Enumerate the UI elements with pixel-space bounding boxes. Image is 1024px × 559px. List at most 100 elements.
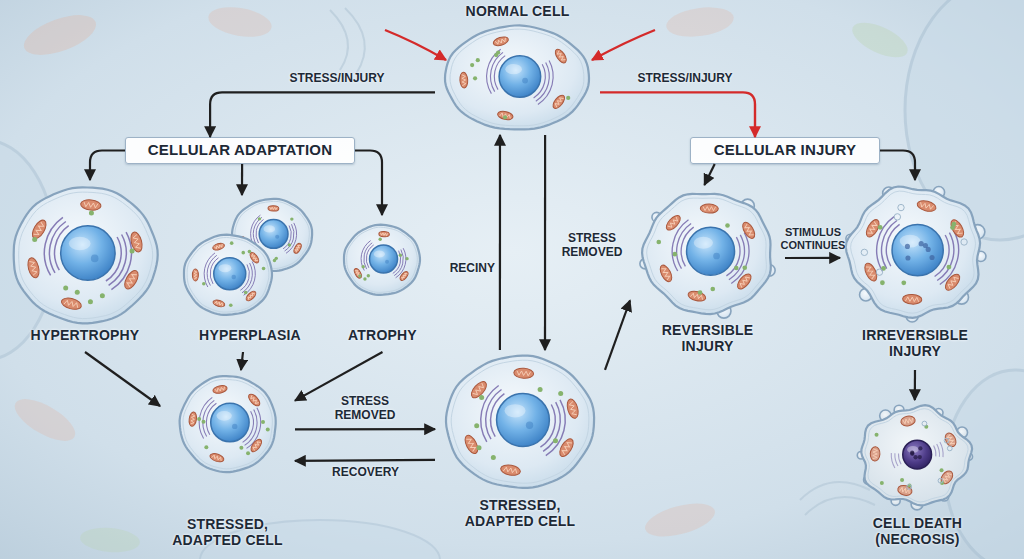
cell-node: REVERSIBLE INJURY	[630, 185, 785, 360]
connector-arrow	[544, 135, 546, 350]
inner-membrane	[851, 191, 976, 313]
endoplasmic-reticulum	[934, 446, 936, 457]
nucleus-highlight	[900, 235, 920, 248]
mitochondrion	[188, 412, 197, 427]
mitochondrion-cristae	[905, 297, 919, 302]
cell-illustration	[180, 376, 276, 472]
ribosome-dot	[538, 387, 543, 392]
endoplasmic-reticulum	[937, 444, 940, 457]
mitochondrion-body	[565, 398, 580, 420]
mitochondrion	[353, 267, 363, 279]
mitochondrion	[293, 242, 303, 254]
ribosome-dot	[742, 265, 747, 270]
cell-membrane	[184, 235, 272, 315]
nucleus	[892, 224, 943, 275]
node-label: CELLULAR INJURY	[714, 142, 856, 159]
connector-arrow	[295, 428, 435, 430]
ribosome-dot	[202, 420, 206, 424]
ribosome-dot	[261, 420, 265, 424]
mitochondrion-body	[353, 267, 363, 279]
mitochondrion-cristae	[29, 260, 37, 275]
cell-art	[435, 350, 605, 496]
mitochondrion	[513, 368, 533, 379]
mitochondrion-body	[249, 438, 263, 454]
nucleolus	[522, 77, 528, 83]
mitochondrion-body	[551, 93, 567, 110]
mitochondrion	[864, 218, 882, 239]
mitochondrion-body	[664, 213, 683, 232]
mitochondrion-body	[188, 412, 197, 427]
mitochondrion	[459, 72, 468, 88]
connector-arrow	[241, 164, 243, 195]
mitochondrion	[553, 47, 568, 64]
nucleolus	[526, 422, 533, 429]
ribosome-dot	[244, 291, 248, 295]
mitochondrion	[212, 242, 225, 251]
ribosome-dot	[204, 445, 208, 449]
nucleolus	[713, 253, 720, 260]
mitochondrion	[245, 290, 258, 303]
ribosome-dot	[361, 265, 364, 268]
nucleus	[61, 226, 115, 280]
mitochondrion	[939, 469, 955, 486]
ribosome-dot	[477, 445, 482, 450]
nucleus-highlight	[505, 64, 522, 74]
nucleus-highlight	[374, 251, 385, 258]
ribosome-dot	[266, 427, 270, 431]
mitochondrion-cristae	[556, 50, 565, 61]
background-mitochondrion	[79, 525, 141, 554]
mitochondrion-body	[864, 218, 882, 239]
mitochondrion-body	[122, 268, 141, 291]
ribosome-dot	[656, 240, 661, 245]
mitochondrion-cristae	[866, 265, 876, 279]
mitochondrion-body	[492, 35, 509, 47]
mitochondrion-body	[399, 270, 410, 281]
mitochondrion-cristae	[251, 253, 258, 261]
mitochondrion	[399, 270, 410, 281]
mitochondrion	[943, 272, 963, 293]
background-mitochondrion	[642, 497, 719, 543]
mitochondrion-cristae	[903, 418, 914, 424]
node-label: CELL DEATH (NECROSIS)	[860, 516, 975, 547]
mitochondrion-body	[740, 220, 757, 240]
ribosome-dot	[239, 446, 243, 450]
vesicle	[876, 269, 882, 275]
ribosome-dot	[673, 252, 678, 257]
mitochondrion-cristae	[215, 387, 225, 392]
inner-membrane	[451, 360, 589, 483]
edge-label: STIMULUS CONTINUES	[776, 226, 850, 251]
node-label: REVERSIBLE INJURY	[650, 323, 765, 354]
ribosome-dot	[130, 248, 135, 253]
cell-node: HYPERPLASIA	[180, 195, 320, 352]
cell-illustration	[14, 187, 158, 323]
mitochondrion-cristae	[873, 449, 878, 459]
mitochondrion-cristae	[569, 401, 577, 415]
mitochondrion-body	[700, 204, 718, 213]
mitochondrion	[80, 199, 101, 211]
mitochondrion-cristae	[500, 112, 512, 118]
mitochondrion	[209, 452, 225, 463]
nucleolus	[385, 260, 389, 264]
mitochondrion-cristae	[947, 276, 959, 289]
mitochondrion-cristae	[401, 272, 407, 279]
ribosome-dot	[89, 211, 94, 216]
chromatin-clump	[918, 446, 922, 450]
mitochondrion-cristae	[214, 244, 223, 249]
mitochondrion-cristae	[946, 434, 954, 445]
mitochondrion	[740, 220, 757, 240]
cell-art	[630, 185, 785, 321]
node-label: NORMAL CELL	[438, 4, 598, 20]
nucleus-highlight	[504, 404, 525, 417]
mitochondrion-cristae	[355, 270, 361, 278]
mitochondrion-body	[247, 392, 262, 407]
mitochondrion	[492, 35, 509, 47]
vesicle	[961, 239, 967, 245]
mitochondrion	[735, 272, 753, 292]
mitochondrion-cristae	[661, 267, 670, 280]
mitochondrion	[192, 269, 198, 281]
mitochondrion-body	[658, 263, 674, 283]
nucleus	[497, 394, 550, 447]
mitochondrion-body	[462, 433, 480, 455]
